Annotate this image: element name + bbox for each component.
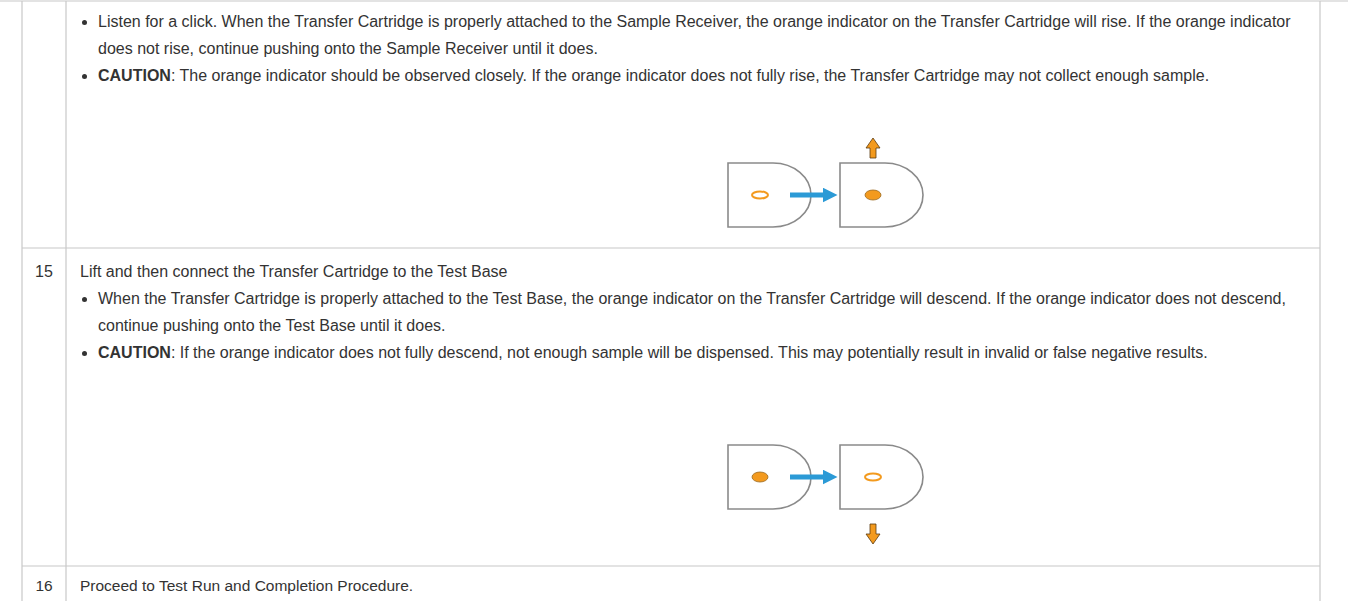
instruction-text: Listen for a click. When the Transfer Ca… [98,13,1291,57]
step-number-cell: 15 [22,258,66,285]
paragraph: Proceed to Test Run and Completion Proce… [80,574,1305,597]
bullet-list: When the Transfer Cartridge is properly … [80,285,1305,366]
caution-label: CAUTION [98,67,171,84]
paragraph: Lift and then connect the Transfer Cartr… [80,258,1305,285]
instruction-text: : If the orange indicator does not fully… [171,344,1208,361]
paragraph: 16 [22,574,66,597]
bullet-item: CAUTION: If the orange indicator does no… [98,339,1305,366]
bullet-item: CAUTION: The orange indicator should be … [98,62,1305,89]
step-text-cell: Proceed to Test Run and Completion Proce… [80,574,1305,597]
step-number-cell: 16 [22,574,66,597]
instruction-text: When the Transfer Cartridge is properly … [98,290,1286,334]
step-number: 15 [35,263,53,280]
paragraph: 15 [22,258,66,285]
step-text-cell: Lift and then connect the Transfer Cartr… [80,258,1305,366]
step-number: 16 [35,577,52,594]
indicator-rise-illustration [728,138,923,227]
step-text-cell: Listen for a click. When the Transfer Ca… [80,8,1305,89]
instruction-text: Lift and then connect the Transfer Cartr… [80,263,508,280]
bullet-list: Listen for a click. When the Transfer Ca… [80,8,1305,89]
caution-label: CAUTION [98,344,171,361]
bullet-item: When the Transfer Cartridge is properly … [98,285,1305,339]
indicator-descend-illustration [728,445,923,544]
instruction-text: Proceed to Test Run and Completion Proce… [80,577,413,594]
instruction-text: : The orange indicator should be observe… [171,67,1209,84]
bullet-item: Listen for a click. When the Transfer Ca… [98,8,1305,62]
